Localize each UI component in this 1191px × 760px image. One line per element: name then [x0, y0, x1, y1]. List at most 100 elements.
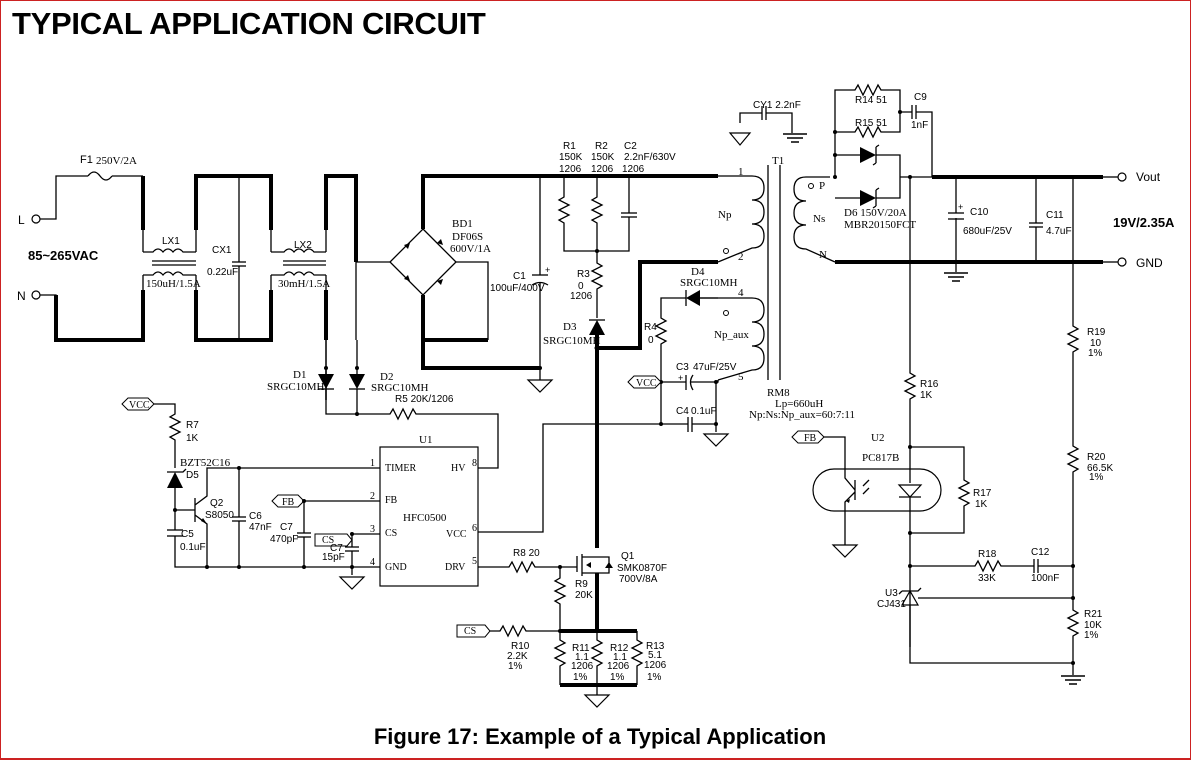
component-label: R16 — [920, 379, 939, 390]
feedback-circuit: R16 1K R17 1K FB U2 PC817B R18 33K C12 1… — [791, 177, 1113, 685]
terminal-l[interactable] — [31, 214, 41, 224]
component-label: C5 — [181, 529, 194, 540]
resistor-r3-diode-d3: R3 0 1206 D3 SRGC10MH — [543, 251, 605, 347]
net-label-vcc-aux: VCC — [627, 375, 662, 389]
component-label: BZT52C16 — [180, 457, 231, 469]
component-label: MBR20150FCT — [844, 219, 916, 231]
component-label: C7 — [330, 543, 343, 554]
component-label: 150K — [591, 152, 615, 163]
component-label: R19 — [1087, 327, 1106, 338]
gnd-label: GND — [1136, 256, 1163, 270]
cx1-value: 0.22uF — [207, 267, 238, 278]
fuse-f1 — [87, 171, 113, 181]
component-label: 0 — [648, 335, 654, 346]
component-label: 1% — [647, 672, 662, 683]
terminal-gnd[interactable] — [1117, 257, 1127, 267]
label-n: N — [17, 289, 26, 303]
f1-ref: F1 — [80, 154, 93, 166]
component-label: C7 — [280, 522, 293, 533]
component-label: U2 — [871, 432, 884, 444]
component-label: P — [819, 180, 825, 192]
component-label: CJ431 — [877, 599, 906, 610]
component-label: C6 — [249, 511, 262, 522]
component-label: 47nF — [249, 522, 272, 533]
d6-label: D6 150V/20A — [844, 207, 907, 219]
component-label: VCC — [129, 400, 150, 411]
component-label: R21 — [1084, 609, 1103, 620]
ac-input: L N 85~265VAC F1 250V/2A — [17, 154, 145, 342]
component-label: 1K — [186, 433, 199, 444]
component-label: FB — [282, 497, 295, 508]
component-label: 66.5K — [1087, 463, 1113, 474]
component-label: U1 — [419, 434, 432, 446]
component-label: + — [958, 202, 963, 212]
component-label: 5.1 — [648, 650, 662, 661]
component-label: 47uF/25V — [693, 362, 737, 373]
component-label: R2 — [595, 141, 608, 152]
vout-label: Vout — [1136, 170, 1161, 184]
component-label: 4 — [738, 287, 744, 299]
component-label: 0.1uF — [691, 406, 717, 417]
component-label: SRGC10MH — [267, 381, 325, 393]
component-label: R13 — [646, 641, 665, 652]
terminal-n[interactable] — [31, 290, 41, 300]
component-label: Np:Ns:Np_aux=60:7:11 — [749, 409, 855, 421]
ic-u1-hfc0500: U1 HFC0500 TIMER FB CS GND HV VCC DRV 1 … — [370, 434, 479, 587]
component-label: SMK0870F — [617, 563, 667, 574]
component-label: 0 — [578, 281, 584, 292]
timer-circuit: VCC R7 1K BZT52C16 D5 Q2 S8050 C5 0.1uF … — [121, 397, 380, 590]
output-rating: 19V/2.35A — [1113, 215, 1175, 230]
bd1-value: 600V/1A — [450, 243, 491, 255]
component-label: 1nF — [911, 120, 928, 131]
component-label: CS — [385, 528, 397, 539]
component-label: 4.7uF — [1046, 226, 1072, 237]
terminal-vout[interactable] — [1117, 172, 1127, 182]
f1-value: 250V/2A — [96, 155, 137, 167]
component-label: C12 — [1031, 547, 1050, 558]
common-mode-choke-lx2: LX2 30mH/1.5A — [270, 230, 330, 290]
component-label: 1.1 — [613, 652, 627, 663]
component-label: 1206 — [571, 661, 594, 672]
component-label: 5 — [738, 371, 744, 383]
component-label: + — [545, 265, 550, 275]
component-label: 1206 — [559, 164, 582, 175]
page-title: TYPICAL APPLICATION CIRCUIT — [12, 6, 486, 41]
component-label: Ns — [813, 213, 825, 225]
component-label: 1% — [610, 672, 625, 683]
component-label: C9 — [914, 92, 927, 103]
component-label: Np — [718, 209, 732, 221]
component-label: 1206 — [570, 291, 593, 302]
component-label: S8050 — [205, 510, 234, 521]
component-label: R10 — [511, 641, 530, 652]
component-label: R1 — [563, 141, 576, 152]
bd1-ref: BD1 — [452, 218, 473, 230]
component-label: HFC0500 — [403, 512, 447, 524]
component-label: 0.1uF — [180, 542, 206, 553]
hv-startup: D1 SRGC10MH D2 SRGC10MH R5 20K/1206 — [267, 340, 499, 469]
component-label: C4 — [676, 406, 689, 417]
lx1-value: 150uH/1.5A — [146, 278, 201, 290]
bridge-rectifier-bd1: BD1 DF06S 600V/1A — [389, 174, 560, 370]
lx1-ref: LX1 — [162, 236, 180, 247]
component-label: 2 — [738, 251, 744, 263]
component-label: Q2 — [210, 498, 224, 509]
component-label: CS — [322, 535, 334, 546]
c1-value: 100uF/400V — [490, 283, 545, 294]
component-label: R4 — [644, 322, 657, 333]
component-label: R18 — [978, 549, 997, 560]
component-label: 1 — [370, 458, 375, 469]
component-label: FB — [385, 495, 398, 506]
component-label: 700V/8A — [619, 574, 658, 585]
component-label: VCC — [636, 378, 657, 389]
component-label: 1206 — [622, 164, 645, 175]
input-voltage-label: 85~265VAC — [28, 248, 99, 263]
component-label: 1% — [1088, 348, 1103, 359]
component-label: 680uF/25V — [963, 226, 1012, 237]
component-label: D3 — [563, 321, 577, 333]
component-label: C11 — [1046, 210, 1064, 221]
aux-supply: D4 SRGC10MH R4 0 + C3 47uF/25V C4 0.1uF — [478, 266, 738, 533]
r15-label: R15 51 — [855, 118, 888, 129]
component-label: SRGC10MH — [680, 277, 738, 289]
component-label: PC817B — [862, 452, 899, 464]
output-rectifier: R14 51 R15 51 C9 1nF D6 150V/20A MBR2015… — [833, 83, 933, 231]
